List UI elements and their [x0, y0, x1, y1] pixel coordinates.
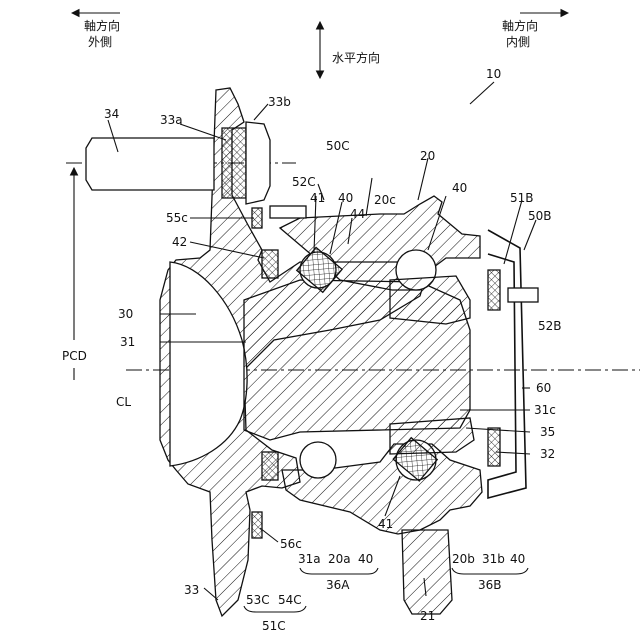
label-20c: 20c [374, 193, 396, 207]
label-40-top-left: 40 [338, 191, 353, 205]
label-30: 30 [118, 307, 133, 321]
label-35: 35 [540, 425, 555, 439]
direction-outer-line2: 外側 [88, 35, 112, 49]
sensor-52b [508, 288, 538, 302]
label-56c: 56c [280, 537, 302, 551]
label-40-top-right: 40 [452, 181, 467, 195]
seal-lip-bottom [488, 428, 500, 466]
label-31: 31 [120, 335, 135, 349]
label-33: 33 [184, 583, 199, 597]
label-50c: 50C [326, 139, 350, 153]
label-31a: 31a [298, 552, 321, 566]
label-36a: 36A [326, 578, 350, 592]
direction-inner-line1: 軸方向 [502, 18, 538, 33]
label-20: 20 [420, 149, 435, 163]
label-60: 60 [536, 381, 551, 395]
label-41-bottom: 41 [378, 517, 393, 531]
sensor-52c [270, 206, 306, 218]
label-10: 10 [486, 67, 501, 81]
label-54c: 54C [278, 593, 302, 607]
label-20b: 20b [452, 552, 475, 566]
label-50b: 50B [528, 209, 552, 223]
ball-outer-bottom [300, 442, 336, 478]
label-42: 42 [172, 235, 187, 249]
label-53c: 53C [246, 593, 270, 607]
label-21: 21 [420, 609, 435, 623]
label-pcd: PCD [62, 349, 87, 363]
direction-horizontal-label: 水平方向 [332, 50, 380, 65]
seal-lip-top [488, 270, 500, 310]
label-41-top: 41 [310, 191, 325, 205]
label-cl: CL [116, 395, 131, 409]
spacer-42 [262, 250, 278, 278]
label-32: 32 [540, 447, 555, 461]
label-51c: 51C [262, 619, 286, 633]
label-20a: 20a [328, 552, 351, 566]
bracket-36b [452, 568, 528, 574]
bolt-head [246, 122, 270, 204]
label-55c: 55c [166, 211, 188, 225]
spacer-42-bottom [262, 452, 278, 480]
hub-bolt [86, 138, 214, 190]
inner-ring [390, 276, 470, 324]
label-34: 34 [104, 107, 119, 121]
label-51b: 51B [510, 191, 534, 205]
direction-inner-line2: 内側 [506, 35, 530, 49]
label-40-bottom-left: 40 [358, 552, 373, 566]
bracket-36a [300, 568, 378, 574]
label-44: 44 [350, 207, 365, 221]
label-40-bottom-right: 40 [510, 552, 525, 566]
label-36b: 36B [478, 578, 502, 592]
label-31c: 31c [534, 403, 556, 417]
label-52c: 52C [292, 175, 316, 189]
label-33b: 33b [268, 95, 291, 109]
label-33a: 33a [160, 113, 183, 127]
inner-ring-lower [390, 418, 474, 454]
mount-bracket [402, 530, 452, 614]
bolt-knurl [222, 128, 246, 198]
label-31b: 31b [482, 552, 505, 566]
seal-56c [252, 512, 262, 538]
direction-outer-line1: 軸方向 [84, 18, 120, 33]
label-52b: 52B [538, 319, 562, 333]
